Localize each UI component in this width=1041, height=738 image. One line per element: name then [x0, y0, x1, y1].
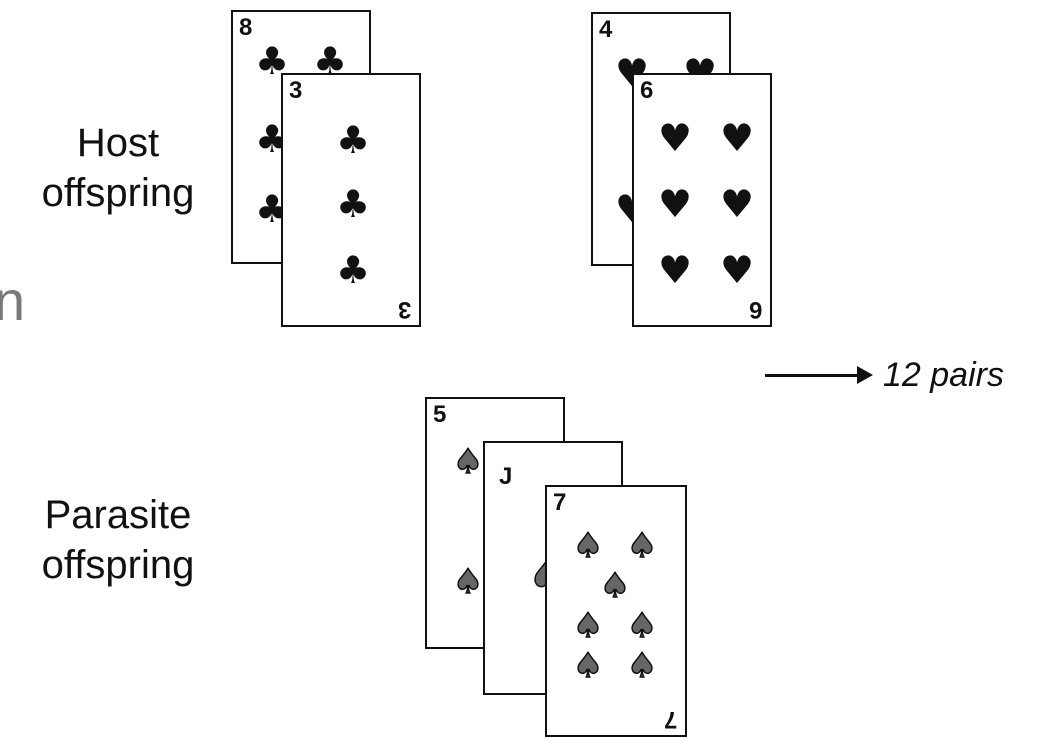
card-rank-inverted: 3 [397, 296, 411, 323]
host-offspring-label: Host offspring [18, 118, 218, 218]
card-7-spades: 7 ♠ ♠ ♠ ♠ ♠ ♠ ♠ 7 [545, 485, 687, 737]
host-label-line2: offspring [41, 171, 195, 215]
parasite-offspring-label: Parasite offspring [18, 490, 218, 590]
card-rank-inverted: 6 [748, 296, 762, 323]
pairs-count-label: 12 pairs [883, 355, 1004, 394]
club-icon: ♣ [335, 182, 371, 226]
card-rank-inverted: 7 [663, 706, 677, 733]
card-rank: 6 [640, 77, 654, 104]
cropped-partial-text: n [0, 269, 26, 332]
spade-icon: ♠ [599, 566, 631, 606]
heart-icon: ♥ [719, 248, 755, 292]
spade-icon: ♠ [572, 606, 604, 646]
card-6-hearts: 6 ♥ ♥ ♥ ♥ ♥ ♥ 6 [632, 73, 772, 327]
club-icon: ♣ [335, 118, 371, 162]
parasite-label-line1: Parasite [44, 493, 192, 537]
spade-icon: ♠ [626, 606, 658, 646]
heart-icon: ♥ [657, 116, 693, 160]
pairs-arrow: 12 pairs [765, 353, 1004, 397]
arrow-right-icon [857, 366, 873, 384]
heart-icon: ♥ [719, 116, 755, 160]
card-rank: 8 [239, 14, 253, 41]
card-rank: 5 [433, 401, 447, 428]
card-rank: 3 [289, 77, 303, 104]
spade-icon: ♠ [452, 442, 484, 482]
heart-icon: ♥ [719, 182, 755, 226]
spade-icon: ♠ [626, 526, 658, 566]
spade-icon: ♠ [626, 646, 658, 686]
card-3-clubs: 3 ♣ ♣ ♣ 3 [281, 73, 421, 327]
host-label-line1: Host [76, 121, 160, 165]
arrow-line [765, 373, 857, 377]
card-rank: 4 [599, 16, 613, 43]
parasite-label-line2: offspring [41, 543, 195, 587]
card-rank: J [499, 463, 513, 490]
spade-icon: ♠ [572, 646, 604, 686]
heart-icon: ♥ [657, 248, 693, 292]
spade-icon: ♠ [572, 526, 604, 566]
spade-icon: ♠ [452, 562, 484, 602]
club-icon: ♣ [335, 248, 371, 292]
card-rank: 7 [553, 489, 567, 516]
heart-icon: ♥ [657, 182, 693, 226]
